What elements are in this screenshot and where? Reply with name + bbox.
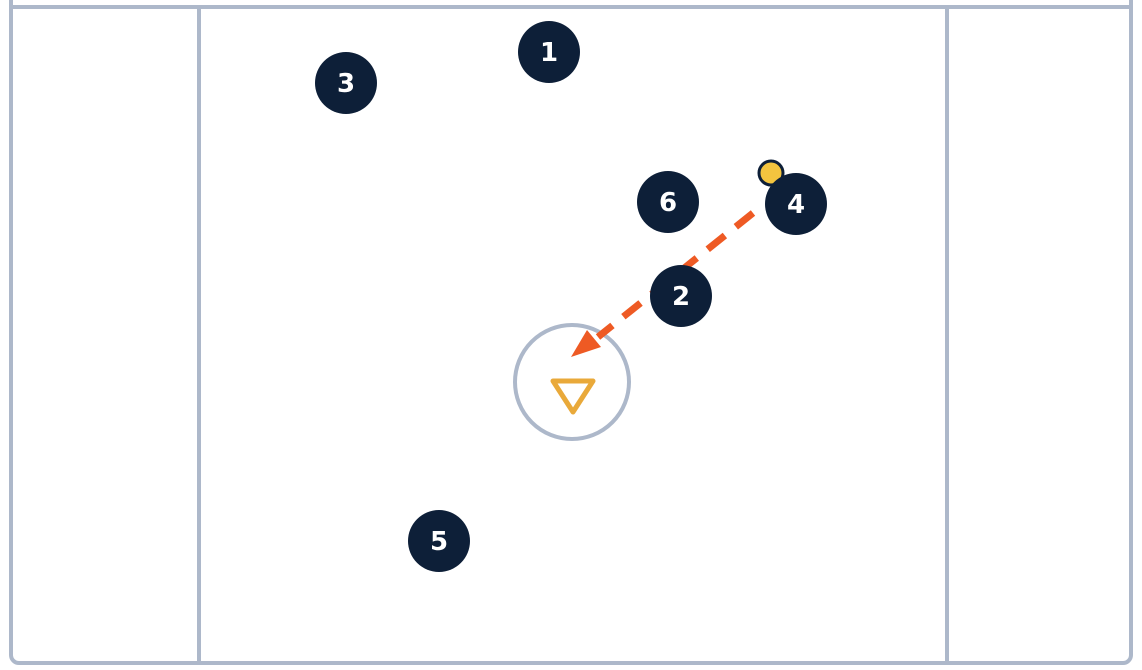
pass-arrow bbox=[571, 210, 756, 357]
pass-dashed-line bbox=[595, 210, 756, 340]
player-5[interactable]: 5 bbox=[408, 510, 470, 572]
player-marker bbox=[650, 265, 712, 327]
player-label: 1 bbox=[540, 38, 558, 68]
player-1[interactable]: 1 bbox=[518, 21, 580, 83]
player-marker bbox=[765, 173, 827, 235]
player-label: 6 bbox=[659, 188, 677, 218]
player-marker bbox=[315, 52, 377, 114]
player-marker bbox=[637, 171, 699, 233]
pass-arrowhead bbox=[571, 330, 601, 357]
player-marker bbox=[408, 510, 470, 572]
player-6[interactable]: 6 bbox=[637, 171, 699, 233]
player-2[interactable]: 2 bbox=[650, 265, 712, 327]
player-3[interactable]: 3 bbox=[315, 52, 377, 114]
field-boundary bbox=[9, 0, 1133, 665]
ball-icon[interactable] bbox=[757, 159, 785, 187]
player-4[interactable]: 4 bbox=[765, 173, 827, 235]
goal-triangle-icon bbox=[550, 378, 596, 415]
player-label: 3 bbox=[337, 69, 355, 99]
player-label: 4 bbox=[787, 190, 805, 220]
goal-crease bbox=[513, 323, 631, 441]
player-label: 2 bbox=[672, 282, 690, 312]
player-label: 5 bbox=[430, 527, 448, 557]
player-marker bbox=[518, 21, 580, 83]
